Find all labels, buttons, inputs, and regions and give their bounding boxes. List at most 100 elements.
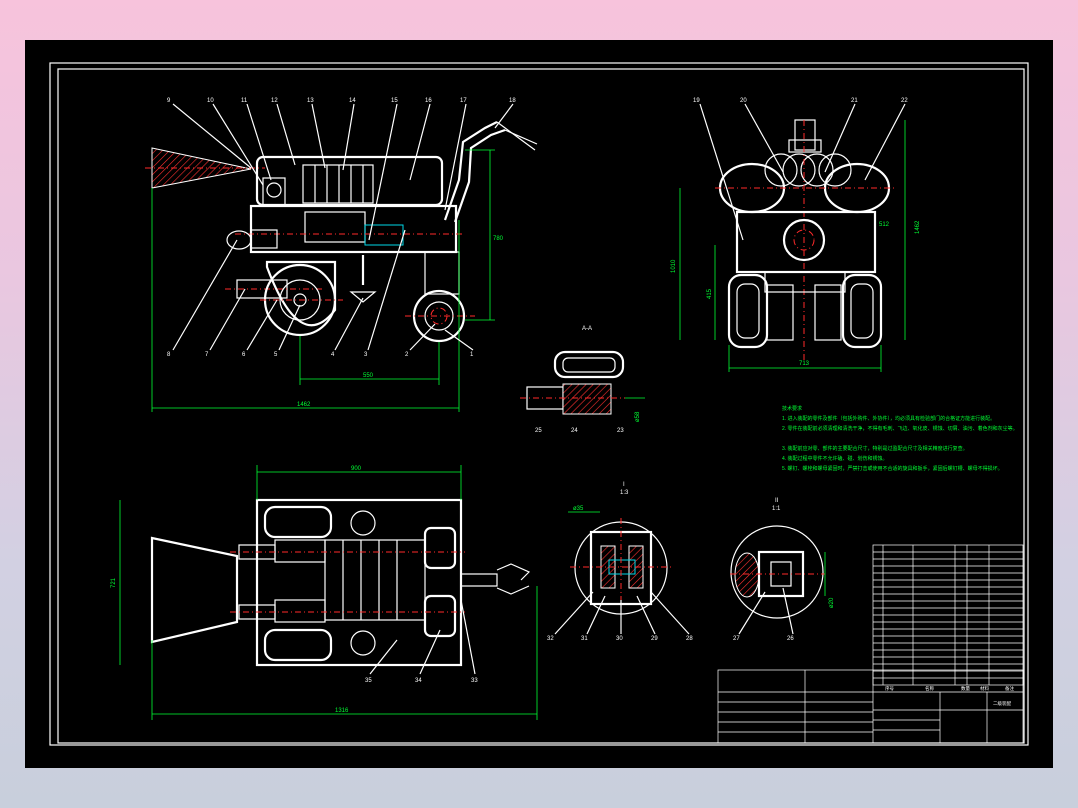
part-label: 24 — [571, 428, 578, 434]
part-label: 1 — [470, 352, 474, 358]
tech-notes-title: 技术要求 — [782, 405, 802, 412]
detail-i-label: I — [623, 482, 625, 488]
part-label: 34 — [415, 678, 422, 684]
top-frame — [255, 498, 463, 667]
cad-drawing-canvas[interactable]: 1462 550 780 9 10 11 12 13 14 15 — [25, 40, 1053, 768]
section-aa[interactable]: A-A ø58 25 24 23 — [520, 326, 645, 434]
dim-top-total: 1316 — [335, 708, 349, 714]
part-label: 15 — [391, 98, 398, 104]
tech-note: 2. 零件在装配前必须清理和清洗干净，不得有毛刺、飞边、氧化皮、锈蚀、切屑、油污… — [782, 425, 1018, 432]
tech-note: 4. 装配过程中零件不允许磕、碰、划伤和锈蚀。 — [782, 455, 888, 462]
part-label: 33 — [471, 678, 478, 684]
inner-border — [57, 68, 1025, 744]
part-label: 22 — [901, 98, 908, 104]
dim-front-a: 512 — [879, 222, 890, 228]
dim-aa: ø58 — [635, 411, 641, 422]
front-part-labels: 19 20 21 22 — [693, 98, 908, 104]
part-label: 13 — [307, 98, 314, 104]
aa-part-labels: 25 24 23 — [535, 428, 624, 434]
side-part-labels-bottom: 8 7 6 5 4 3 2 1 — [167, 352, 474, 358]
dim-front-width: 713 — [799, 361, 810, 367]
section-aa-label: A-A — [582, 326, 592, 332]
top-cone — [150, 536, 239, 644]
part-label: 14 — [349, 98, 356, 104]
dim-detail-i: ø35 — [573, 506, 584, 512]
detail-ii[interactable]: II 1:1 ø20 27 26 — [730, 498, 835, 642]
side-view[interactable]: 1462 550 780 9 10 11 12 13 14 15 — [145, 98, 538, 412]
part-label: 9 — [167, 98, 171, 104]
detail-ii-leaders — [738, 587, 794, 635]
cad-drawing-viewport[interactable]: 1462 550 780 9 10 11 12 13 14 15 — [25, 40, 1053, 768]
part-label: 29 — [651, 636, 658, 642]
part-label: 7 — [205, 352, 209, 358]
part-label: 2 — [405, 352, 409, 358]
handle-arm — [443, 121, 498, 221]
part-label: 18 — [509, 98, 516, 104]
part-label: 25 — [535, 428, 542, 434]
top-view[interactable]: 900 721 1316 35 34 33 — [111, 465, 538, 720]
part-label: 6 — [242, 352, 246, 358]
part-label: 4 — [331, 352, 335, 358]
detail-ii-scale: 1:1 — [772, 506, 781, 512]
part-label: 28 — [686, 636, 693, 642]
drawing-name: 二级装配 — [993, 700, 1011, 707]
tech-note: 5. 螺钉、螺栓和螺母紧固时，严禁打击或使用不合适的旋具和扳手，紧固后螺钉槽、螺… — [782, 465, 1003, 472]
part-label: 20 — [740, 98, 747, 104]
dim-side-length: 1462 — [297, 402, 311, 408]
detail-i-leaders — [554, 591, 690, 635]
front-pulley — [782, 218, 826, 262]
side-leaders-bottom — [172, 229, 474, 351]
part-label: 11 — [241, 98, 248, 104]
track-right — [841, 273, 883, 349]
part-label: 26 — [787, 636, 794, 642]
title-col-header: 名称 — [925, 685, 934, 692]
part-label: 30 — [616, 636, 623, 642]
outer-border — [49, 62, 1029, 746]
title-col-header: 材料 — [980, 685, 989, 692]
part-label: 5 — [274, 352, 278, 358]
tank-grille — [302, 164, 374, 204]
dim-front-b: 415 — [707, 288, 713, 299]
part-label: 31 — [581, 636, 588, 642]
part-label: 10 — [207, 98, 214, 104]
title-col-header: 数量 — [961, 685, 970, 692]
tech-note: 3. 装配前应对零、部件的主要配合尺寸，特别是过盈配合尺寸及相关精度进行复查。 — [782, 445, 968, 452]
part-label: 23 — [617, 428, 624, 434]
bom-rows — [873, 551, 1023, 679]
title-block[interactable]: 序号 名称 数量 材料 备注 二级装配 — [717, 669, 1024, 744]
title-col-header: 备注 — [1005, 685, 1014, 692]
part-label: 16 — [425, 98, 432, 104]
part-label: 21 — [851, 98, 858, 104]
detail-ii-part-labels: 27 26 — [733, 636, 794, 642]
technical-notes: 技术要求 1. 进入装配的零件及部件（包括外购件、外协件），均必须具有检验部门的… — [782, 405, 1018, 472]
lower-chassis — [249, 204, 458, 254]
detail-i-part-labels: 32 31 30 29 28 — [547, 636, 693, 642]
front-leaders — [699, 103, 906, 241]
top-leaders — [369, 599, 476, 675]
part-label: 3 — [364, 352, 368, 358]
part-label: 17 — [460, 98, 467, 104]
title-col-header: 序号 — [885, 685, 894, 692]
part-label: 12 — [271, 98, 278, 104]
part-label: 8 — [167, 352, 171, 358]
part-label: 19 — [693, 98, 700, 104]
dim-side-wheelbase: 550 — [363, 373, 374, 379]
dim-top-width: 900 — [351, 466, 362, 472]
top-part-labels: 35 34 33 — [365, 678, 478, 684]
detail-ii-label: II — [775, 498, 779, 504]
dim-top-depth: 721 — [111, 577, 117, 588]
side-leaders-top — [172, 103, 514, 241]
side-part-labels-top: 9 10 11 12 13 14 15 16 17 18 — [167, 98, 516, 104]
part-label: 35 — [365, 678, 372, 684]
dim-side-height: 780 — [493, 236, 504, 242]
dim-detail-ii: ø20 — [829, 597, 835, 608]
part-label: 27 — [733, 636, 740, 642]
dim-front-height: 1010 — [671, 259, 677, 273]
part-label: 32 — [547, 636, 554, 642]
detail-i-scale: 1:3 — [620, 490, 629, 496]
tech-note: 1. 进入装配的零件及部件（包括外购件、外协件），均必须具有检验部门的合格证方能… — [782, 415, 995, 422]
track-left — [727, 273, 769, 349]
dim-front-c: 1462 — [915, 220, 921, 234]
detail-i[interactable]: I 1:3 ø35 32 31 30 29 28 — [547, 482, 693, 642]
front-view[interactable]: 1010 415 713 1462 512 19 20 21 22 — [671, 98, 921, 372]
